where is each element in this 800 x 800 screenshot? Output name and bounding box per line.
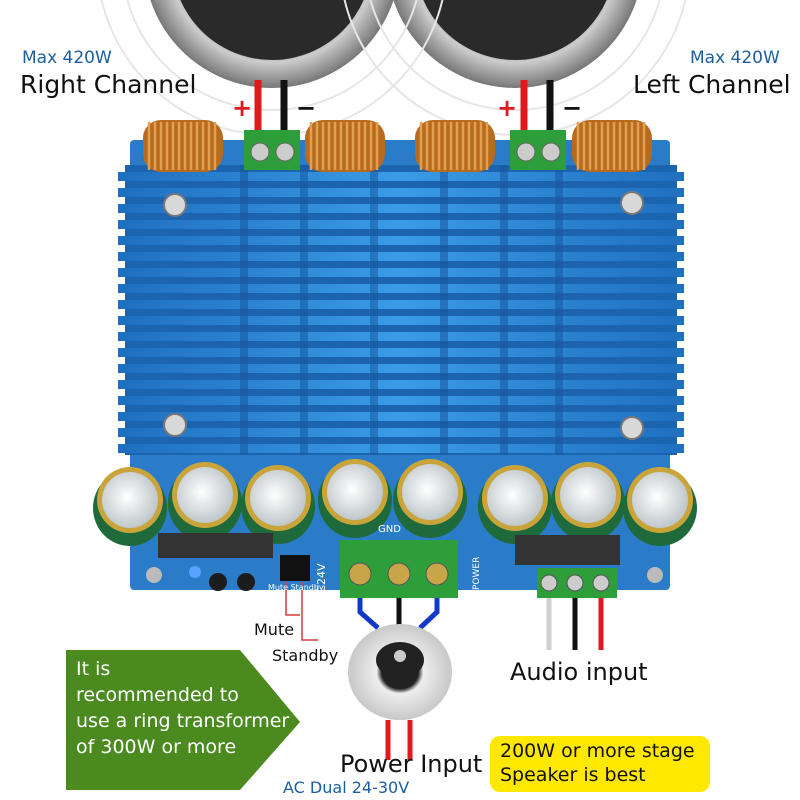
heatsink-channel <box>240 165 248 455</box>
toroidal-transformer <box>348 624 452 720</box>
inductor-coil <box>143 120 223 172</box>
heatsink-channel <box>500 165 508 455</box>
speaker-right <box>150 0 394 88</box>
heatsink-fin <box>118 348 684 357</box>
electrolytic-capacitor <box>478 465 552 544</box>
ac24v-mark: AC24V <box>315 563 328 600</box>
electrolytic-capacitor <box>623 467 697 546</box>
electrolytic-capacitor <box>318 459 392 538</box>
right-power-label: Max 420W <box>22 48 112 68</box>
power-wires <box>357 598 440 760</box>
heatsink-fin <box>118 252 684 261</box>
regulator-block-left <box>158 533 273 558</box>
heatsink <box>118 165 684 455</box>
mounting-screws <box>163 191 644 440</box>
small-capacitor <box>237 573 255 591</box>
speaker-left <box>393 0 637 88</box>
heatsink-fin <box>118 204 684 213</box>
heatsink-fin <box>118 364 684 373</box>
speaker-note-line: 200W or more stage <box>500 740 695 762</box>
capacitors <box>93 459 697 546</box>
small-capacitor <box>209 573 227 591</box>
inductor-coils <box>143 120 652 172</box>
inductor-coil <box>415 120 495 172</box>
audio-wires <box>546 598 604 650</box>
heatsink-channel <box>300 165 308 455</box>
heatsink-fin <box>118 444 684 453</box>
heatsink-fin <box>118 220 684 229</box>
gnd-mark: GND <box>378 524 401 535</box>
power-terminal <box>340 540 458 598</box>
plus-left-label: + <box>497 94 518 122</box>
heatsink-fin <box>118 380 684 389</box>
plus-right-label: + <box>232 94 253 122</box>
inductor-coil <box>572 120 652 172</box>
left-power-label: Max 420W <box>690 48 780 68</box>
minus-left-label: − <box>562 94 583 122</box>
heatsink-fin <box>118 316 684 325</box>
heatsink-channel <box>555 165 563 455</box>
ac-dual-label: AC Dual 24-30V <box>283 778 410 797</box>
audio-terminal <box>537 568 617 598</box>
left-channel-label: Left Channel <box>633 70 791 99</box>
regulator-block-right <box>515 535 620 565</box>
led <box>189 566 201 578</box>
electrolytic-capacitor <box>93 467 167 546</box>
power-mark: POWER <box>472 556 482 590</box>
speaker-wires <box>254 80 554 135</box>
minus-right-label: − <box>296 94 317 122</box>
speaker-note-box <box>490 736 710 792</box>
mute-standby-leader-lines <box>285 582 318 641</box>
audio-input-label: Audio input <box>510 658 648 686</box>
speaker-note-line: Speaker is best <box>500 764 646 786</box>
electrolytic-capacitor <box>168 462 242 541</box>
heatsink-fin <box>118 300 684 309</box>
heatsink-fin <box>118 428 684 437</box>
mute-standby-mark: Mute Standby <box>268 583 324 592</box>
mount-hole <box>146 567 162 583</box>
heatsink-fin <box>118 268 684 277</box>
recommend-line: It is <box>76 658 111 680</box>
speaker-terminal-left <box>510 130 566 170</box>
heatsink-fin <box>118 332 684 341</box>
electrolytic-capacitor <box>551 462 625 541</box>
electrolytic-capacitor <box>241 465 315 544</box>
heatsink-fin <box>118 188 684 197</box>
electrolytic-capacitor <box>393 459 467 538</box>
recommend-line: use a ring transformer <box>76 710 290 732</box>
heatsink-fin <box>118 284 684 293</box>
recommendation-arrow <box>66 650 300 790</box>
jumper-header <box>280 555 310 581</box>
heatsink-fin <box>118 412 684 421</box>
recommendation-text: It is recommended to use a ring transfor… <box>76 656 289 760</box>
power-input-label: Power Input <box>340 750 483 778</box>
speaker-terminal-right <box>244 130 300 170</box>
recommend-line: of 300W or more <box>76 736 237 758</box>
heatsink-channel <box>370 165 378 455</box>
recommend-line: recommended to <box>76 684 239 706</box>
heatsink-fin <box>118 396 684 405</box>
mute-label: Mute <box>254 620 295 639</box>
inductor-coil <box>305 120 385 172</box>
heatsink-channel <box>440 165 448 455</box>
mount-hole <box>647 567 663 583</box>
heatsink-fin <box>118 236 684 245</box>
speaker-note-text: 200W or more stage Speaker is best <box>500 739 695 787</box>
heatsink-fin <box>118 172 684 181</box>
right-channel-label: Right Channel <box>20 70 197 99</box>
standby-label: Standby <box>272 646 339 665</box>
